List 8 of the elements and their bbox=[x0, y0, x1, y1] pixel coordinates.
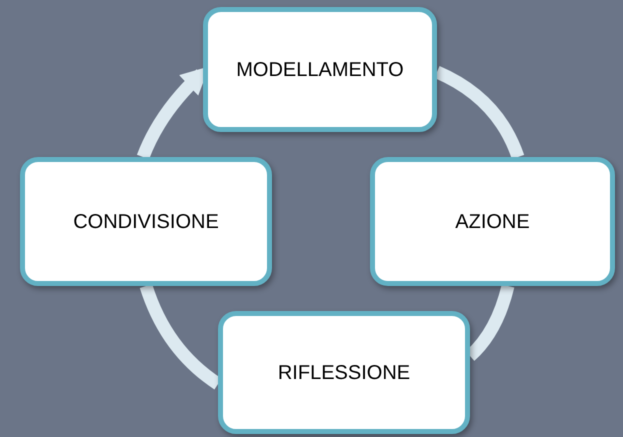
box-label: AZIONE bbox=[455, 210, 530, 234]
box-label: MODELLAMENTO bbox=[236, 58, 404, 82]
process-box bbox=[20, 157, 272, 286]
process-box bbox=[218, 311, 470, 434]
process-box bbox=[370, 157, 615, 286]
box-label: CONDIVISIONE bbox=[73, 210, 219, 234]
box-label: RIFLESSIONE bbox=[278, 360, 410, 386]
process-box bbox=[203, 7, 437, 132]
